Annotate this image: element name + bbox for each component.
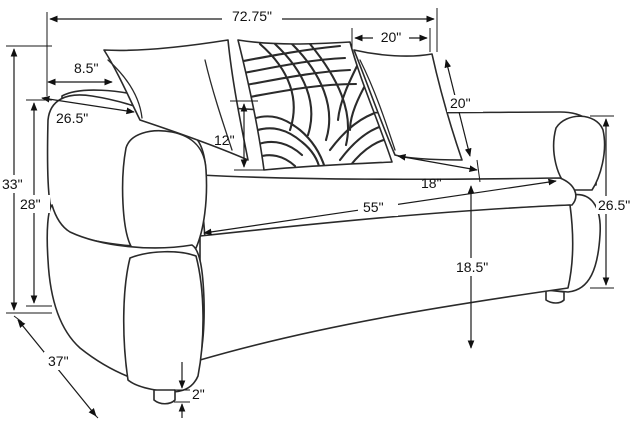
sofa-drawing	[46, 39, 606, 405]
overall-depth-label: 37"	[48, 353, 69, 369]
overall-height-label: 33"	[2, 176, 23, 192]
side-height-label: 26.5"	[598, 197, 630, 213]
seat-height-label: 18.5"	[456, 259, 488, 275]
pillow-width-label: 20"	[381, 29, 402, 45]
right-leg	[545, 289, 565, 304]
seat-back-height-label: 18"	[421, 175, 442, 191]
dimension-labels: 72.75" 20" 8.5" 26.5" 20" 12" 33" 28" 18…	[0, 7, 640, 402]
leg-height-label: 2"	[192, 386, 205, 402]
left-base-front	[122, 250, 204, 393]
left-arm-front	[121, 130, 208, 255]
arm-height-label: 28"	[20, 196, 41, 212]
seat-width-label: 55"	[363, 199, 384, 215]
overall-width-label: 72.75"	[232, 8, 272, 24]
right-arm	[552, 115, 606, 191]
seat-depth-label: 26.5"	[56, 110, 88, 126]
pillow-height-label: 20"	[450, 95, 471, 111]
arm-width-label: 8.5"	[74, 60, 98, 76]
left-leg	[153, 389, 176, 405]
pillow-thickness-label: 12"	[214, 132, 235, 148]
